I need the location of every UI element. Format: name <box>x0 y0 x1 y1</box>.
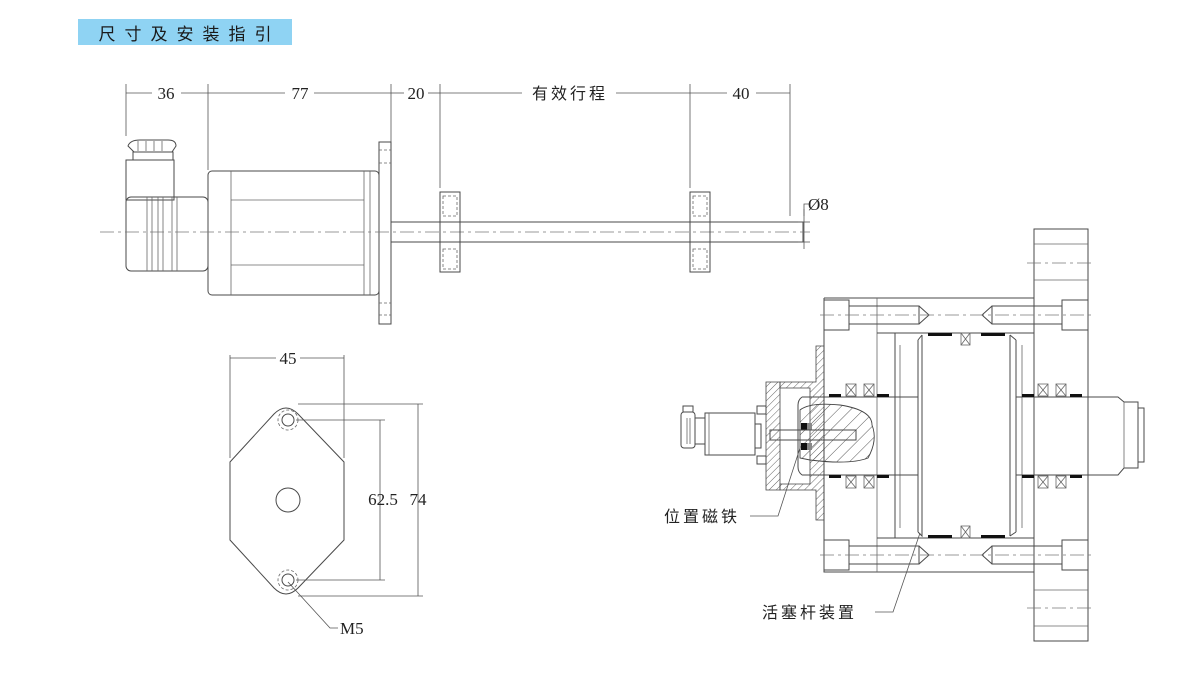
section-title-bar: 尺寸及安装指引 <box>78 19 292 45</box>
magnet-ring-end <box>689 191 711 273</box>
dim-40: 40 <box>733 84 750 103</box>
center-hole <box>275 487 301 513</box>
thread-label-m5: M5 <box>340 619 364 638</box>
connector-plug <box>125 139 209 272</box>
end-flange <box>1033 228 1089 642</box>
dim-height-74: 74 <box>410 490 428 509</box>
sensor-housing <box>207 170 380 296</box>
rod-diameter-callout <box>798 203 810 249</box>
rod-seals <box>829 383 1082 489</box>
side-view: 36 77 20 有效行程 40 <box>100 84 829 325</box>
mount-hole-bottom <box>281 573 295 587</box>
flange-plate-outline <box>229 407 345 595</box>
callout-position-magnet: 位置磁铁 <box>664 507 740 526</box>
mount-hole-top <box>281 413 295 427</box>
sensor-head-small <box>680 405 767 465</box>
dim-77: 77 <box>292 84 310 103</box>
leader-magnet <box>750 447 801 517</box>
flange-view: 45 62.5 74 M5 <box>229 349 428 638</box>
dim-20: 20 <box>408 84 425 103</box>
seal <box>928 333 952 336</box>
mounting-flange <box>378 141 392 325</box>
magnet-ring-start <box>439 191 461 273</box>
callout-piston-rod: 活塞杆装置 <box>762 603 857 622</box>
magnet-holder <box>799 403 875 463</box>
dim-effective-stroke: 有效行程 <box>532 84 608 103</box>
sensor-rod-tip <box>769 429 857 441</box>
leader-piston-rod <box>875 532 921 613</box>
section-title: 尺寸及安装指引 <box>98 24 281 45</box>
dimension-lines <box>125 84 791 216</box>
dim-rod-diameter: Ø8 <box>808 195 829 214</box>
dim-36: 36 <box>158 84 175 103</box>
section-view: 位置磁铁 活塞杆装置 <box>664 228 1145 642</box>
position-magnet <box>801 423 807 430</box>
dim-hole-spacing: 62.5 <box>368 490 398 509</box>
dim-width-45: 45 <box>280 349 297 368</box>
